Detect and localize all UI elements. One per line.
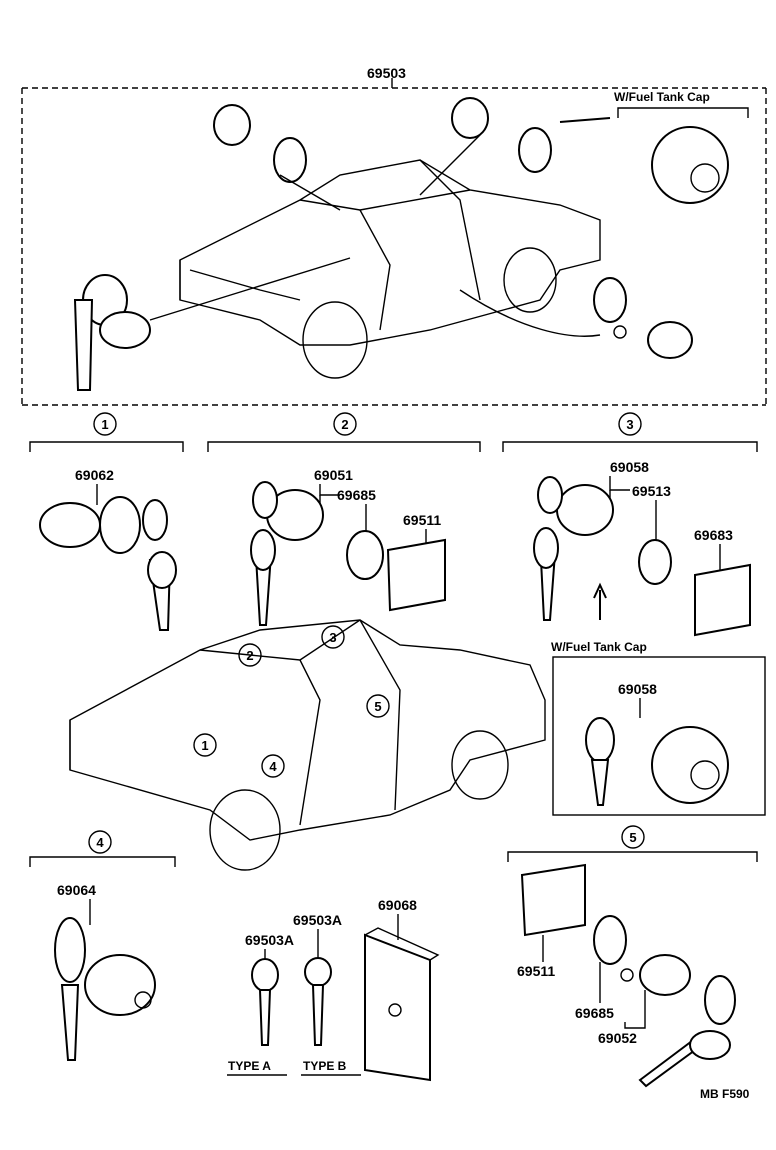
svg-text:3: 3 [626, 417, 633, 432]
part-69511-label: 69511 [403, 512, 441, 528]
part-69068-label: 69068 [378, 897, 417, 913]
part-69511-b-label: 69511 [517, 963, 555, 979]
fuel-cap-note-label: W/Fuel Tank Cap [614, 90, 710, 104]
svg-text:5: 5 [629, 830, 636, 845]
assembly-box [21, 78, 767, 406]
ignition-cylinder-69062 [39, 496, 177, 631]
group-4-header: 4 [29, 830, 176, 867]
retainer-69511-b [520, 863, 586, 937]
svg-text:1: 1 [201, 738, 208, 753]
inset-title: W/Fuel Tank Cap [551, 640, 647, 654]
group-5-header: 5 [507, 825, 758, 862]
part-69503A-a-label: 69503A [245, 932, 294, 948]
group-1-header: 1 [29, 412, 184, 452]
group-2-header: 2 [207, 412, 481, 452]
svg-text:4: 4 [269, 759, 277, 774]
part-69062-label: 69062 [75, 467, 114, 483]
inset-part-label: 69058 [618, 681, 657, 697]
svg-text:2: 2 [341, 417, 348, 432]
group-3-header: 3 [502, 412, 758, 452]
svg-text:5: 5 [374, 699, 381, 714]
assembly-part-number: 69503 [367, 65, 406, 81]
top-lock-cylinder-left [213, 104, 341, 211]
svg-text:2: 2 [246, 648, 253, 663]
part-69052-label: 69052 [598, 1030, 637, 1046]
up-arrow [593, 582, 607, 620]
retainer-69511 [386, 538, 446, 612]
key-type-b [304, 957, 332, 1046]
retainer-69683 [694, 563, 751, 637]
top-lock-cylinder-right [419, 97, 611, 196]
part-69685-label: 69685 [337, 487, 376, 503]
key-type-a [251, 958, 279, 1046]
part-69503A-b-label: 69503A [293, 912, 342, 928]
top-key-and-ignition [73, 274, 151, 391]
middle-truck-drawing [69, 619, 546, 871]
top-side-lock [593, 277, 693, 359]
part-69683-label: 69683 [694, 527, 733, 543]
lock-cylinder-69064 [54, 917, 156, 1061]
part-69058-label: 69058 [610, 459, 649, 475]
door-lock-cylinder-69051 [250, 481, 324, 626]
door-lock-cylinder-69058 [533, 476, 614, 621]
figure-code: MB F590 [700, 1087, 750, 1101]
lock-cylinder-69052 [620, 954, 736, 1088]
svg-text:1: 1 [101, 417, 108, 432]
type-a-label: TYPE A [228, 1059, 271, 1073]
key-plate-69068 [364, 933, 431, 1082]
fuel-cap-bracket [617, 107, 749, 118]
part-69064-label: 69064 [57, 882, 96, 898]
type-b-label: TYPE B [303, 1059, 347, 1073]
fuel-cap-lock [585, 717, 729, 806]
gasket-69513 [638, 539, 672, 585]
part-69513-label: 69513 [632, 483, 671, 499]
car-callouts: 1 2 3 4 5 [193, 625, 390, 778]
top-truck-drawing [149, 159, 601, 379]
top-fuel-cap [651, 126, 729, 204]
svg-text:4: 4 [96, 835, 104, 850]
svg-text:3: 3 [329, 630, 336, 645]
gasket-69685-b [593, 915, 627, 965]
gasket-69685 [346, 530, 384, 580]
part-69685-b-label: 69685 [575, 1005, 614, 1021]
inset-box [552, 656, 766, 816]
part-69051-label: 69051 [314, 467, 353, 483]
